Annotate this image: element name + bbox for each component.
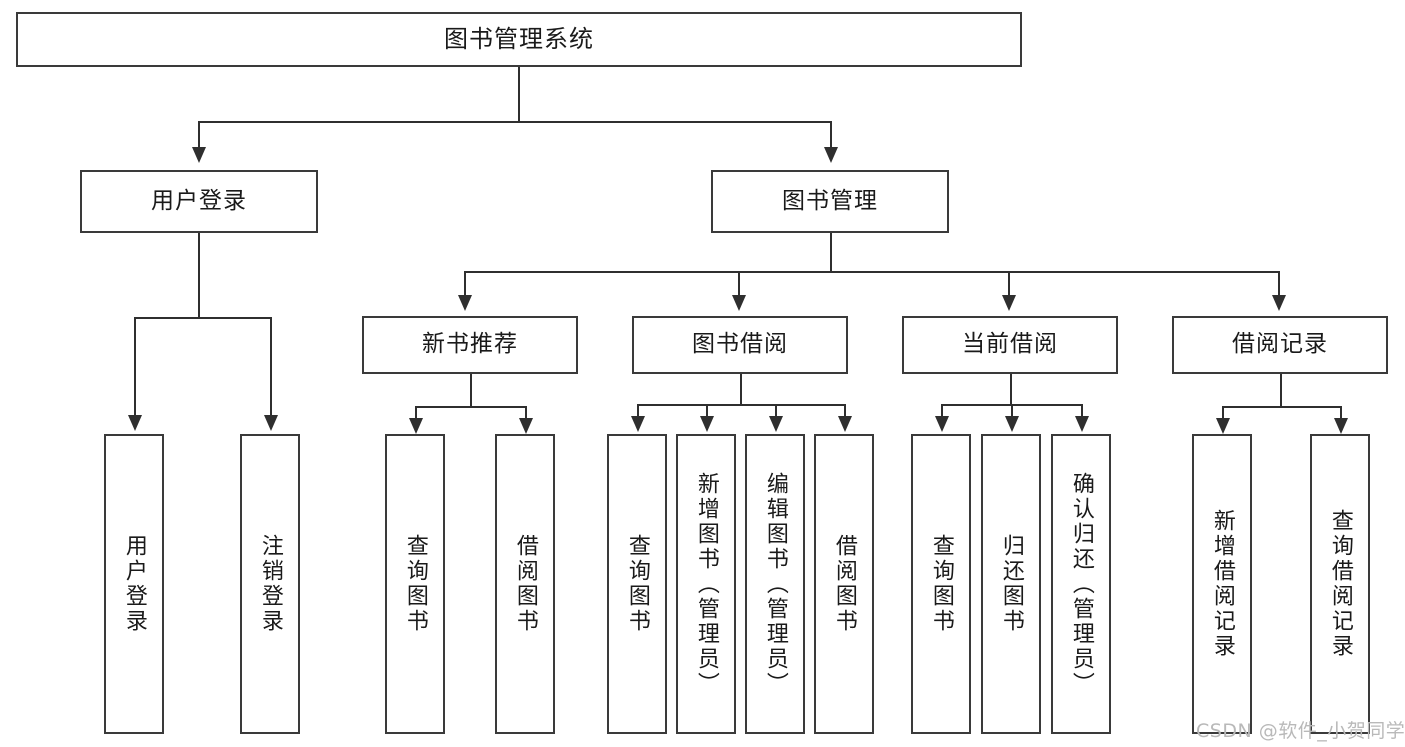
arrowhead-icon: [1075, 416, 1089, 432]
connector-borrowrecord-bus: [1222, 406, 1340, 408]
node-label: 用户登录: [151, 187, 247, 214]
arrowhead-icon: [458, 295, 472, 311]
connector-userlogin-drop-2: [270, 317, 272, 415]
arrowhead-icon: [1216, 418, 1230, 434]
arrowhead-icon: [264, 415, 278, 431]
connector-borrowrecord-stem: [1280, 374, 1282, 406]
node-label: 确认归还（管理员）: [1068, 471, 1094, 697]
node-label: 图书管理系统: [444, 25, 594, 54]
node-root-system[interactable]: 图书管理系统: [16, 12, 1022, 67]
arrowhead-icon: [1002, 295, 1016, 311]
node-current-borrow[interactable]: 当前借阅: [902, 316, 1118, 374]
connector-bookborrow-bus: [637, 404, 846, 406]
connector-borrowrecord-drop-1: [1222, 406, 1224, 418]
connector-bookborrow-drop-1: [637, 404, 639, 416]
connector-bookmanage-drop-2: [738, 271, 740, 295]
connector-currentborrow-drop-3: [1081, 404, 1083, 416]
node-label: 用户登录: [121, 534, 147, 634]
node-label: 归还图书: [998, 534, 1024, 634]
node-label: 当前借阅: [962, 331, 1058, 358]
arrowhead-icon: [192, 147, 206, 163]
node-borrow-record[interactable]: 借阅记录: [1172, 316, 1388, 374]
connector-newbook-drop-1: [415, 406, 417, 418]
connector-borrowrecord-drop-2: [1340, 406, 1342, 418]
node-label: 编辑图书（管理员）: [762, 471, 788, 697]
node-label: 新增图书（管理员）: [693, 471, 719, 697]
arrowhead-icon: [631, 416, 645, 432]
arrowhead-icon: [409, 418, 423, 434]
node-label: 查询图书: [624, 534, 650, 634]
arrowhead-icon: [838, 416, 852, 432]
connector-newbook-drop-2: [525, 406, 527, 418]
connector-userlogin-stem: [198, 233, 200, 317]
connector-bookborrow-drop-4: [844, 404, 846, 416]
node-label: 查询借阅记录: [1327, 509, 1353, 659]
connector-root-stem: [518, 67, 520, 121]
leaf-confirm-return-admin[interactable]: 确认归还（管理员）: [1051, 434, 1111, 734]
leaf-borrow-book-recommend[interactable]: 借阅图书: [495, 434, 555, 734]
connector-bookmanage-drop-1: [464, 271, 466, 295]
node-user-login[interactable]: 用户登录: [80, 170, 318, 233]
arrowhead-icon: [1334, 418, 1348, 434]
connector-currentborrow-drop-2: [1011, 404, 1013, 416]
connector-userlogin-bus: [134, 317, 270, 319]
connector-bookborrow-drop-2: [706, 404, 708, 416]
node-label: 借阅图书: [512, 534, 538, 634]
node-book-manage[interactable]: 图书管理: [711, 170, 949, 233]
connector-root-drop-2: [830, 121, 832, 147]
node-label: 查询图书: [402, 534, 428, 634]
connector-bookborrow-stem: [740, 374, 742, 404]
node-book-borrow[interactable]: 图书借阅: [632, 316, 848, 374]
connector-newbook-stem: [470, 374, 472, 406]
leaf-logout-login[interactable]: 注销登录: [240, 434, 300, 734]
leaf-user-login[interactable]: 用户登录: [104, 434, 164, 734]
connector-userlogin-drop-1: [134, 317, 136, 415]
arrowhead-icon: [732, 295, 746, 311]
arrowhead-icon: [769, 416, 783, 432]
node-label: 查询图书: [928, 534, 954, 634]
connector-bookmanage-drop-3: [1008, 271, 1010, 295]
leaf-edit-book-admin[interactable]: 编辑图书（管理员）: [745, 434, 805, 734]
connector-bookborrow-drop-3: [775, 404, 777, 416]
leaf-add-book-admin[interactable]: 新增图书（管理员）: [676, 434, 736, 734]
arrowhead-icon: [935, 416, 949, 432]
arrowhead-icon: [519, 418, 533, 434]
node-label: 借阅记录: [1232, 331, 1328, 358]
connector-bookmanage-drop-4: [1278, 271, 1280, 295]
connector-newbook-bus: [415, 406, 525, 408]
arrowhead-icon: [824, 147, 838, 163]
leaf-borrow-book-borrow[interactable]: 借阅图书: [814, 434, 874, 734]
connector-root-drop-1: [198, 121, 200, 147]
arrowhead-icon: [700, 416, 714, 432]
leaf-query-book-borrow[interactable]: 查询图书: [607, 434, 667, 734]
connector-bookmanage-bus: [464, 271, 1280, 273]
leaf-query-book-current[interactable]: 查询图书: [911, 434, 971, 734]
arrowhead-icon: [128, 415, 142, 431]
node-label: 新增借阅记录: [1209, 509, 1235, 659]
connector-currentborrow-stem: [1010, 374, 1012, 404]
connector-bookmanage-stem: [830, 233, 832, 271]
node-new-book-recommend[interactable]: 新书推荐: [362, 316, 578, 374]
leaf-query-borrow-record[interactable]: 查询借阅记录: [1310, 434, 1370, 734]
node-label: 图书借阅: [692, 331, 788, 358]
node-label: 新书推荐: [422, 331, 518, 358]
leaf-add-borrow-record[interactable]: 新增借阅记录: [1192, 434, 1252, 734]
connector-root-bus: [198, 121, 832, 123]
node-label: 图书管理: [782, 187, 878, 214]
node-label: 借阅图书: [831, 534, 857, 634]
node-label: 注销登录: [257, 534, 283, 634]
leaf-return-book[interactable]: 归还图书: [981, 434, 1041, 734]
leaf-query-book-recommend[interactable]: 查询图书: [385, 434, 445, 734]
connector-currentborrow-drop-1: [941, 404, 943, 416]
arrowhead-icon: [1005, 416, 1019, 432]
arrowhead-icon: [1272, 295, 1286, 311]
